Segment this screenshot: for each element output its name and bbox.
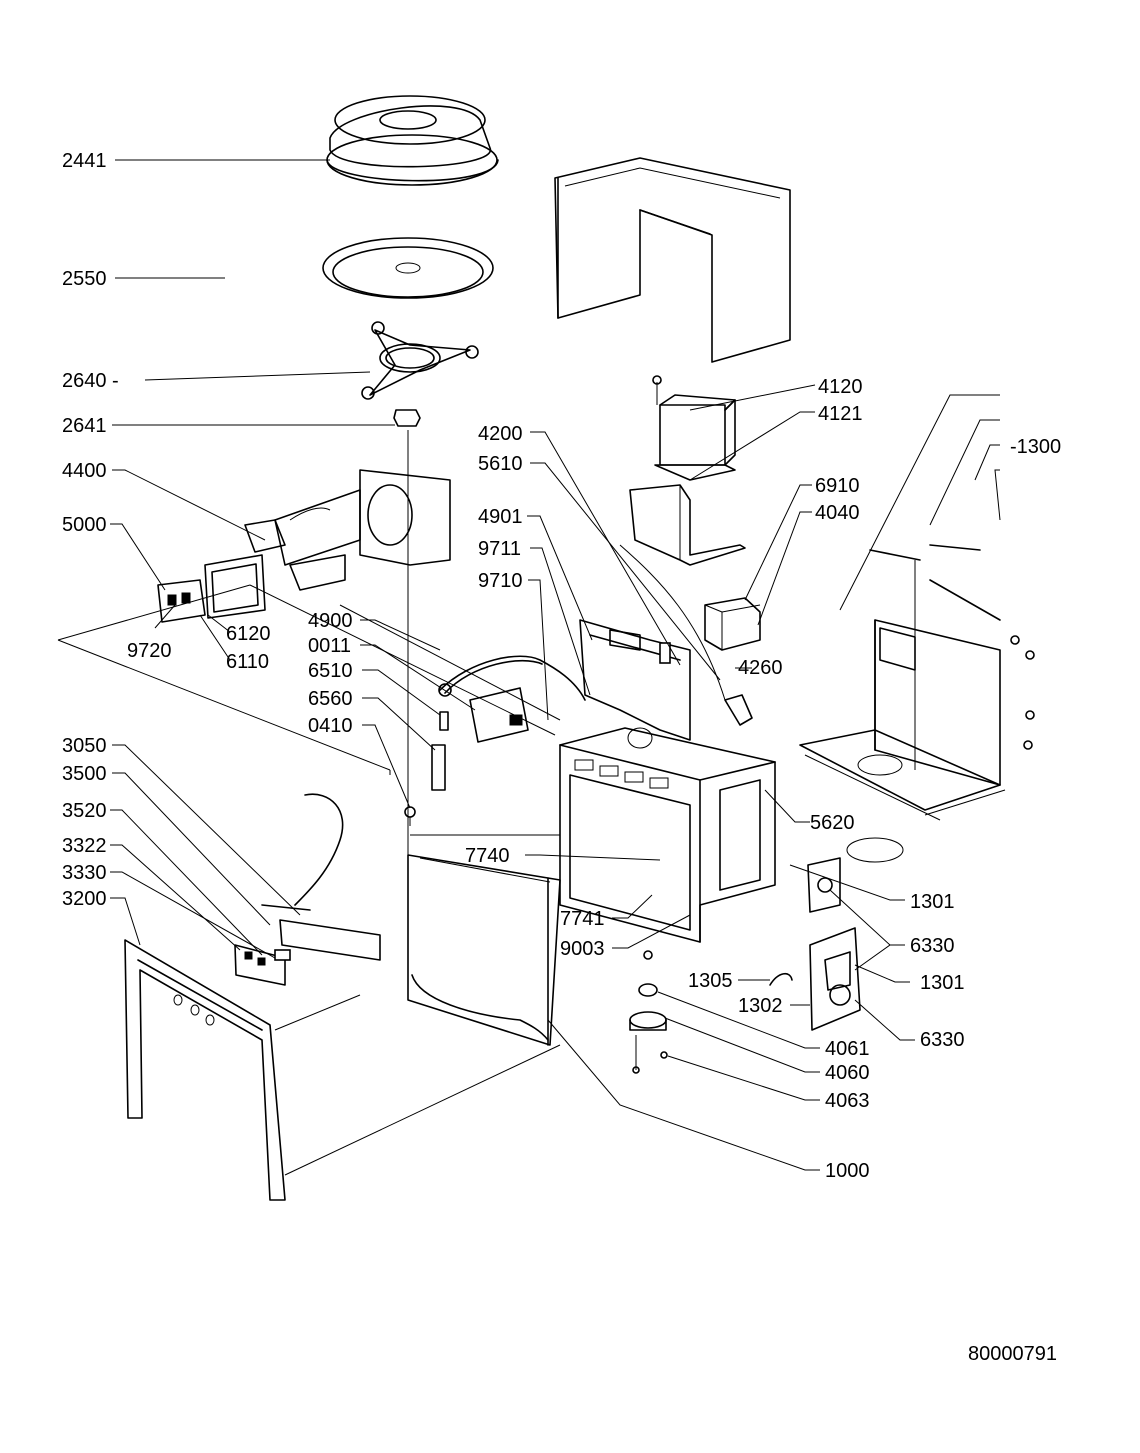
label-1302: 1302 [738, 995, 783, 1017]
label-2441: 2441 [62, 150, 107, 172]
label-1305: 1305 [688, 970, 733, 992]
part-4400-fan-assembly [244, 469, 451, 591]
part-outer-cover [554, 157, 791, 363]
label-4061: 4061 [825, 1038, 870, 1060]
label-4121: 4121 [818, 403, 863, 425]
label-4200: 4200 [478, 423, 523, 445]
label-6510: 6510 [308, 660, 353, 682]
label-4901: 4901 [478, 506, 523, 528]
part-4901-switch-bracket [579, 619, 691, 741]
label-2641: 2641 [62, 415, 107, 437]
label-6120: 6120 [226, 623, 271, 645]
part-4040-capacitor [704, 597, 761, 651]
label-2640: 2640 - [62, 370, 119, 392]
label-9003: 9003 [560, 938, 605, 960]
label-4120: 4120 [818, 376, 863, 398]
part-3500-pcb [234, 793, 381, 986]
part-1301-disc [846, 837, 904, 863]
label-9710: 9710 [478, 570, 523, 592]
part-2550-tray [322, 237, 494, 299]
label-5610: 5610 [478, 453, 523, 475]
part-2641-coupler [393, 409, 421, 427]
part-4260-diode [619, 544, 753, 726]
part-main-cavity [559, 727, 776, 943]
part-number-labels: 2441 2550 2640 - 2641 4400 5000 9720 612… [62, 150, 1061, 1182]
part-4121-plate [629, 484, 746, 566]
part-1300-chassis [799, 544, 1035, 821]
part-5000-panel [157, 554, 266, 623]
leader-lines [110, 159, 1001, 1171]
part-6510-connector [431, 711, 449, 791]
part-1000-door [407, 854, 561, 1046]
part-3200-control-frame [124, 939, 561, 1201]
part-4060-motor [629, 950, 668, 1074]
label-4060: 4060 [825, 1062, 870, 1084]
label-7740: 7740 [465, 845, 510, 867]
label-3500: 3500 [62, 763, 107, 785]
label-4400: 4400 [62, 460, 107, 482]
label-5620: 5620 [810, 812, 855, 834]
label-6330-upper: 6330 [910, 935, 955, 957]
label-4063: 4063 [825, 1090, 870, 1112]
label-4040: 4040 [815, 502, 860, 524]
label-6910: 6910 [815, 475, 860, 497]
label-3330: 3330 [62, 862, 107, 884]
label-7741: 7741 [560, 908, 605, 930]
label-6560: 6560 [308, 688, 353, 710]
label-1301-upper: 1301 [910, 891, 955, 913]
part-0410-screw [404, 806, 416, 826]
part-6330-switch [807, 857, 841, 913]
label-0011: 0011 [308, 635, 351, 657]
label-3050: 3050 [62, 735, 107, 757]
part-4120-transformer [652, 375, 736, 481]
label-4900: 4900 [308, 610, 353, 632]
label-4260: 4260 [738, 657, 783, 679]
label-0410: 0410 [308, 715, 353, 737]
label-6330-lower: 6330 [920, 1029, 965, 1051]
label-9711: 9711 [478, 538, 521, 560]
label-5000: 5000 [62, 514, 107, 536]
label-6110: 6110 [226, 651, 269, 673]
label-9720: 9720 [127, 640, 172, 662]
part-2441-dome [326, 95, 499, 186]
part-1302-bracket [809, 927, 861, 1031]
base-plane-lines [57, 584, 561, 836]
label-1300: -1300 [1010, 436, 1061, 458]
label-1301-lower: 1301 [920, 972, 965, 994]
part-0011-bracket [469, 687, 529, 743]
label-3520: 3520 [62, 800, 107, 822]
label-1000: 1000 [825, 1160, 870, 1182]
label-3322: 3322 [62, 835, 107, 857]
part-2640-roller-ring [361, 321, 479, 400]
label-3200: 3200 [62, 888, 107, 910]
label-2550: 2550 [62, 268, 107, 290]
document-number: 80000791 [968, 1343, 1057, 1365]
part-1305-clip [769, 972, 793, 986]
part-4900-harness [438, 655, 586, 701]
